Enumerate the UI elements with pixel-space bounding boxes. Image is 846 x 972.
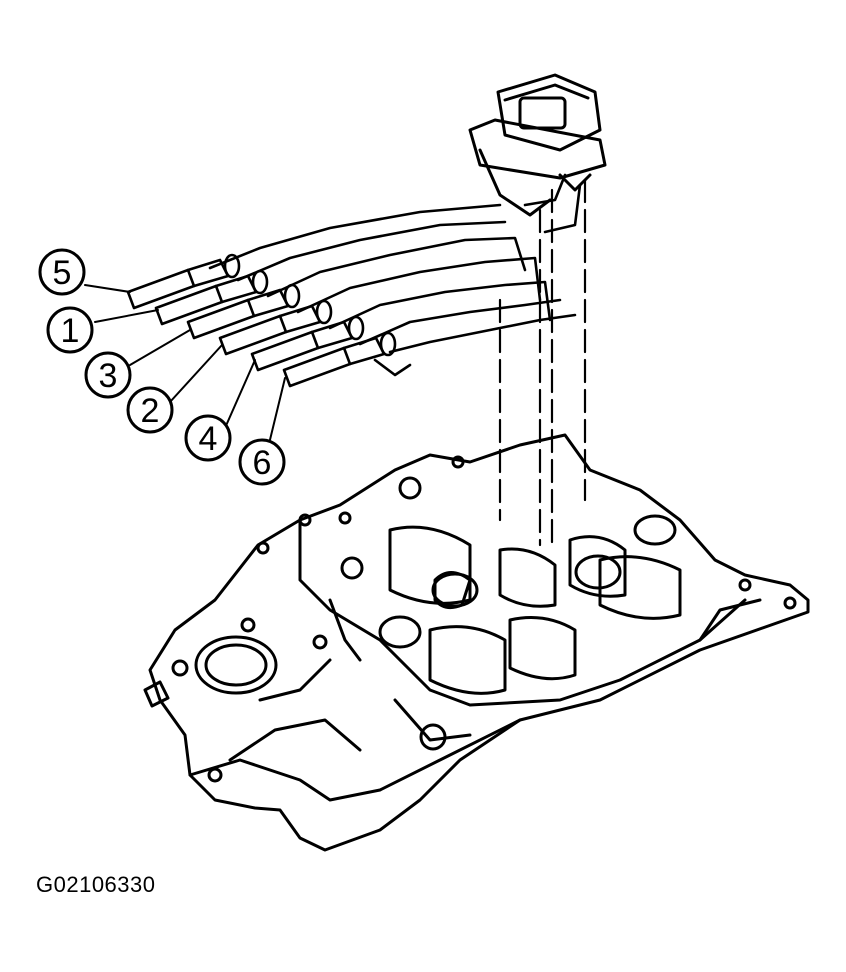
injector-5	[126, 253, 241, 310]
callouts: 5 132 46	[38, 248, 286, 486]
injector-3	[186, 283, 301, 340]
injector-2	[218, 299, 333, 356]
callout-label-6: 6	[253, 444, 272, 482]
callout-label-2: 2	[141, 392, 160, 430]
figure-code: G02106330	[36, 872, 156, 897]
harness-wires	[208, 173, 582, 377]
injector-4	[250, 315, 365, 372]
callout-circle-1	[46, 306, 94, 354]
callout-label-5: 5	[53, 254, 72, 292]
alignment-lines	[498, 178, 587, 547]
callout-circle-2	[126, 386, 174, 434]
callout-leaders	[84, 284, 286, 449]
injector-1	[154, 269, 269, 326]
harness-connector	[468, 73, 607, 217]
injector-6	[282, 331, 397, 388]
callout-label-3: 3	[99, 357, 118, 395]
callout-label-1: 1	[61, 312, 80, 350]
callout-circle-4	[184, 414, 232, 462]
intake-manifold	[143, 433, 810, 852]
callout-circle-5	[38, 248, 86, 296]
callout-label-4: 4	[199, 420, 218, 458]
callout-circle-3	[84, 351, 132, 399]
callout-circle-6	[238, 438, 286, 486]
injectors	[126, 253, 397, 388]
